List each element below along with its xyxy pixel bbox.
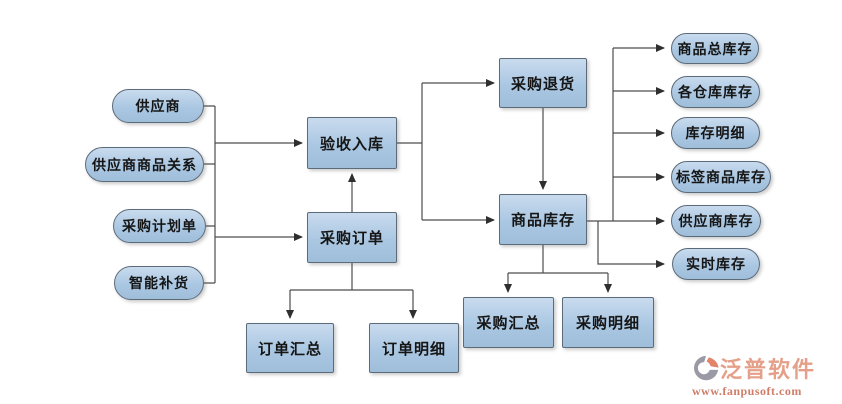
node-purchase-order: 采购订单 [307, 212, 397, 263]
node-purchase-summary: 采购汇总 [463, 297, 554, 348]
node-acceptance-inbound: 验收入库 [307, 117, 397, 169]
node-supplier-goods-relation: 供应商商品关系 [85, 147, 204, 182]
node-smart-replenishment: 智能补货 [114, 266, 204, 300]
node-goods-inventory: 商品库存 [499, 194, 587, 245]
node-order-detail: 订单明细 [369, 323, 459, 373]
node-realtime-inventory: 实时库存 [672, 248, 760, 280]
node-purchase-plan: 采购计划单 [113, 209, 206, 243]
node-supplier-inventory: 供应商库存 [671, 205, 761, 237]
node-order-summary: 订单汇总 [246, 323, 334, 373]
watermark-brand-text: 泛普软件 [720, 356, 817, 382]
node-tag-goods-inventory: 标签商品库存 [671, 161, 771, 193]
watermark-logo: 泛普软件 www.fanpusoft.com [692, 354, 834, 398]
node-supplier: 供应商 [112, 89, 204, 123]
node-purchase-return: 采购退货 [499, 58, 587, 108]
watermark-url-text: www.fanpusoft.com [692, 384, 802, 399]
fanpu-logo-icon [694, 356, 719, 381]
node-purchase-detail: 采购明细 [562, 297, 654, 348]
node-warehouse-inventory: 各仓库库存 [671, 76, 760, 108]
node-inventory-detail: 库存明细 [671, 117, 760, 149]
node-goods-total-inventory: 商品总库存 [671, 33, 759, 64]
